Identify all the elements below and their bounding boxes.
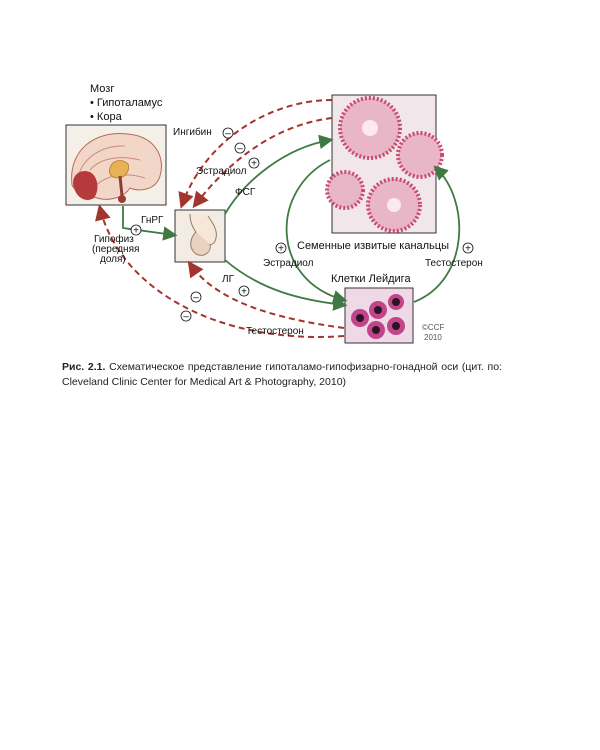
cortex-label: • Кора — [90, 111, 123, 123]
fsh-label: ФСГ — [235, 187, 256, 198]
bullet-icon: • — [90, 97, 94, 109]
gnrh-label: ГнРГ — [141, 215, 164, 226]
sign-testosterone-side-plus: + — [462, 242, 474, 255]
tubules-label: Семенные извитые канальцы — [297, 240, 449, 252]
copyright-line-1: ©CCF — [422, 323, 444, 332]
pituitary-image — [174, 209, 226, 263]
tubules-image — [325, 94, 444, 234]
testosterone-bottom-label: Тестостерон — [246, 326, 304, 337]
svg-text:+: + — [133, 226, 139, 237]
svg-text:+: + — [251, 159, 257, 170]
sign-estradiol-side-plus: + — [275, 242, 287, 255]
sign-lh-plus: + — [238, 285, 250, 298]
sign-gnrh-plus: + — [130, 224, 142, 237]
fsh-arrow — [224, 134, 334, 215]
figure-caption: Рис. 2.1. Схематическое представление ги… — [62, 360, 502, 390]
estradiol-feedback-arrow — [192, 117, 333, 209]
hypothalamus-label: • Гипоталамус — [90, 97, 163, 109]
tubule-to-leydig-arrow — [285, 159, 348, 305]
sign-fsh-plus: + — [248, 157, 260, 170]
svg-text:–: – — [183, 312, 189, 323]
sign-estradiol-minus: – — [234, 142, 246, 155]
leydig-to-tubule-arrow — [413, 165, 461, 303]
gnrh-arrow — [122, 206, 178, 241]
copyright-line-2: 2010 — [424, 333, 442, 342]
brain-image — [65, 124, 167, 206]
svg-text:–: – — [225, 129, 231, 140]
testosterone-pituitary-arrow — [187, 260, 345, 329]
svg-text:–: – — [193, 293, 199, 304]
testosterone-side-label: Тестостерон — [425, 258, 483, 269]
testosterone-brain-arrow — [95, 204, 345, 338]
sign-testosterone-pituitary-minus: – — [190, 291, 202, 304]
leydig-image — [344, 287, 414, 344]
bullet-icon: • — [90, 111, 94, 123]
leydig-label: Клетки Лейдига — [331, 273, 411, 285]
estradiol-top-label: Эстрадиол — [196, 166, 247, 177]
svg-text:+: + — [278, 244, 284, 255]
caption-label: Рис. 2.1. — [62, 361, 106, 373]
inhibin-arrow — [178, 99, 333, 209]
svg-text:+: + — [241, 287, 247, 298]
svg-text:+: + — [465, 244, 471, 255]
pituitary-label-2: (передняя — [92, 244, 139, 255]
sign-testosterone-brain-minus: – — [180, 310, 192, 323]
brain-label: Мозг — [90, 83, 114, 95]
inhibin-label: Ингибин — [173, 126, 212, 138]
caption-text: Схематическое представление гипоталамо-г… — [62, 361, 502, 388]
svg-text:–: – — [237, 144, 243, 155]
pituitary-label-1: Гипофиз — [94, 233, 134, 245]
lh-arrow — [224, 259, 348, 311]
estradiol-side-label: Эстрадиол — [263, 258, 314, 269]
sign-inhibin-minus: – — [222, 127, 234, 140]
lh-label: ЛГ — [222, 274, 235, 285]
pituitary-label-3: доля) — [100, 254, 126, 265]
